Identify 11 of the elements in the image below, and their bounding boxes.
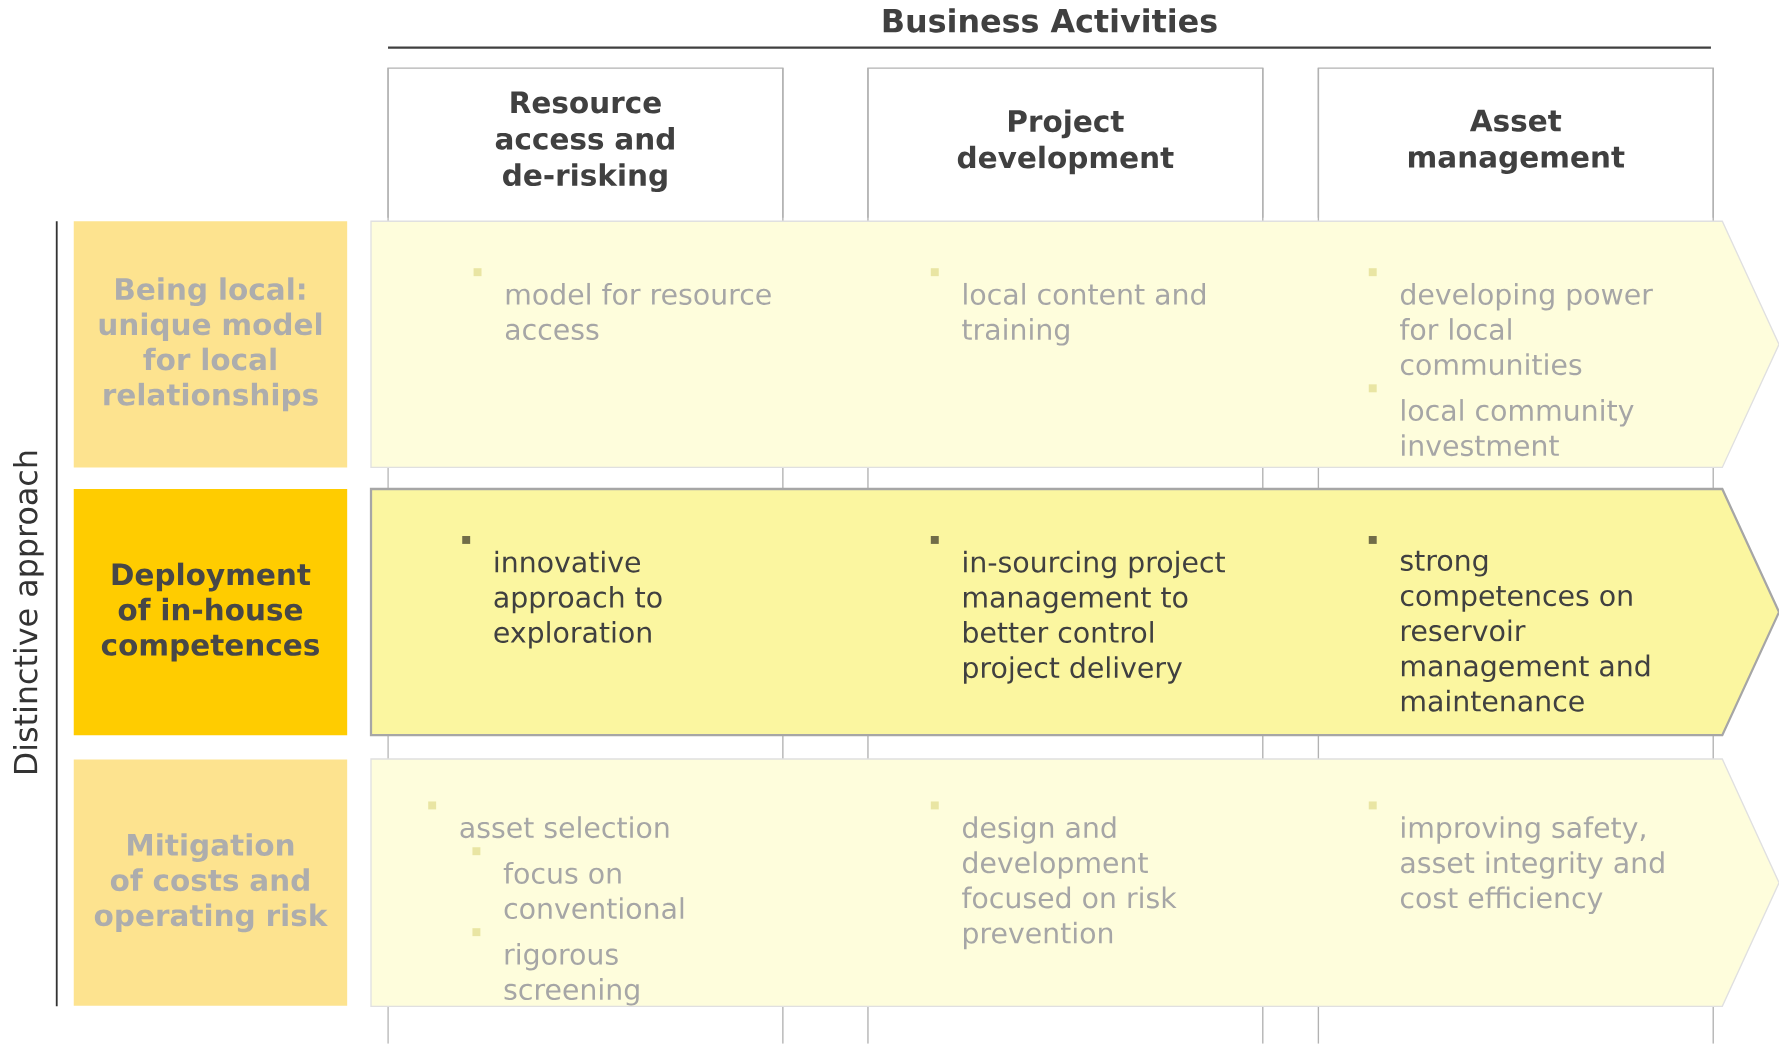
row-header: Mitigation of costs and operating risk (73, 759, 348, 1006)
side-label: Distinctive approach (13, 451, 44, 774)
chevron-band (370, 758, 1779, 1008)
column-header: Project development (867, 67, 1264, 219)
chevron-band (369, 487, 1779, 737)
row-header: Being local: unique model for local relationships (73, 221, 348, 468)
row-header: Deployment of in-house competences (73, 489, 348, 736)
column-header: Asset management (1317, 67, 1714, 219)
title: Business Activities (883, 8, 1217, 33)
column-header: Resource access and de-risking (387, 67, 784, 219)
chevron-band (370, 220, 1779, 469)
